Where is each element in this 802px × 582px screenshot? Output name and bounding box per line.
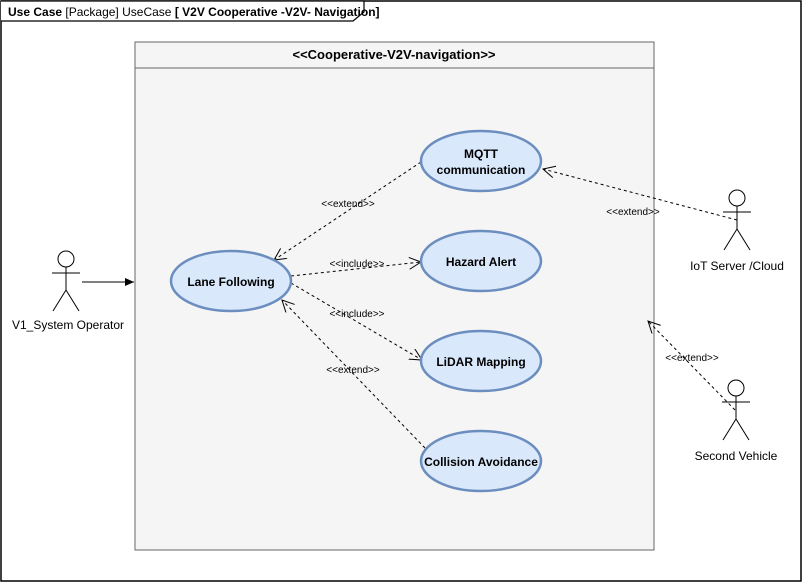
usecase-lidar-label: LiDAR Mapping xyxy=(436,355,525,369)
actor-operator-label: V1_System Operator xyxy=(12,318,124,332)
usecase-mqtt[interactable]: MQTT communication xyxy=(419,129,543,193)
frame-heading: Use Case [Package] UseCase [ V2V Coopera… xyxy=(8,5,380,19)
label-collision-lane: <<extend>> xyxy=(326,365,380,376)
usecase-mqtt-shape xyxy=(419,129,543,193)
frame-diagram: UseCase xyxy=(122,5,172,19)
usecase-hazard-alert[interactable]: Hazard Alert xyxy=(419,229,543,293)
usecase-hazard-label: Hazard Alert xyxy=(446,255,516,269)
edge-vehicle-system xyxy=(648,321,736,411)
actor-vehicle-label: Second Vehicle xyxy=(695,449,778,463)
actor-operator-icon[interactable] xyxy=(52,250,80,312)
usecase-lidar-shape xyxy=(419,329,543,393)
usecase-mqtt-line2: communication xyxy=(437,163,526,177)
actor-iot-label: IoT Server /Cloud xyxy=(690,259,784,273)
actor-vehicle-icon[interactable] xyxy=(722,379,750,441)
usecase-mqtt-line1: MQTT xyxy=(464,147,499,161)
usecase-lane-following[interactable]: Lane Following xyxy=(169,249,293,313)
label-lane-hazard: <<include>> xyxy=(329,259,384,270)
system-boundary xyxy=(134,41,655,551)
label-lane-lidar: <<include>> xyxy=(329,309,384,320)
edge-lane-hazard xyxy=(290,262,421,277)
label-vehicle-system: <<extend>> xyxy=(665,353,719,364)
label-iot-mqtt: <<extend>> xyxy=(606,207,660,218)
usecase-lidar-mapping[interactable]: LiDAR Mapping xyxy=(419,329,543,393)
frame-tab xyxy=(1,0,365,22)
usecase-collision-avoidance[interactable]: Collision Avoidance xyxy=(419,429,543,493)
edge-lane-lidar xyxy=(290,282,422,360)
edge-collision-lane xyxy=(282,300,426,449)
system-title: <<Cooperative-V2V-navigation>> xyxy=(292,47,495,62)
usecase-collision-shape xyxy=(419,429,543,493)
actor-iot-icon[interactable] xyxy=(723,189,751,251)
usecase-lane-shape xyxy=(169,249,293,313)
usecase-lane-label: Lane Following xyxy=(187,275,274,289)
usecase-hazard-shape xyxy=(419,229,543,293)
usecase-collision-label: Collision Avoidance xyxy=(424,455,538,469)
frame-type: [Package] xyxy=(65,5,118,19)
frame-kind: Use Case xyxy=(8,5,62,19)
label-lane-mqtt: <<extend>> xyxy=(321,199,375,210)
frame-title: [ V2V Cooperative -V2V- Navigation] xyxy=(175,5,380,19)
